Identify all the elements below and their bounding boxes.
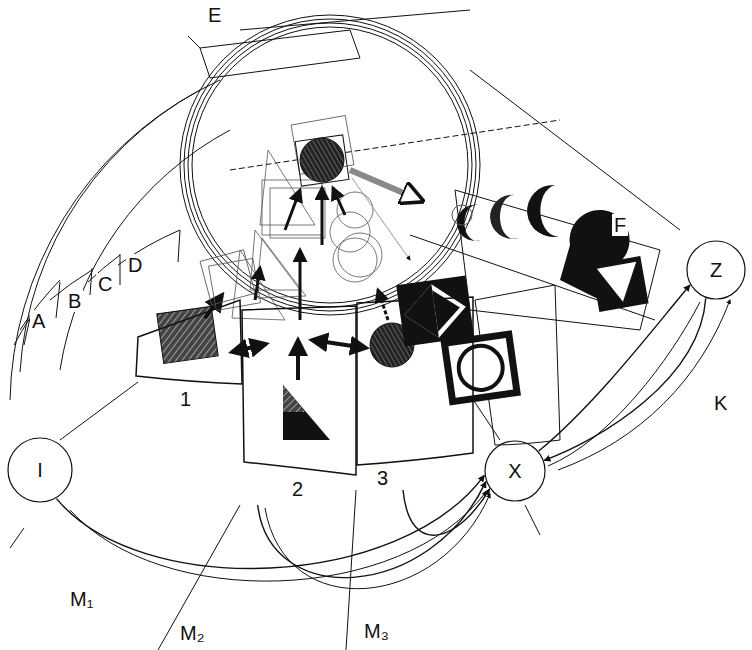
figure-panel: 1: [130, 292, 245, 422]
part-letter: F: [612, 214, 628, 236]
circle-node: Z: [686, 240, 746, 300]
callout-number: 1: [180, 388, 191, 410]
node-letter: I: [37, 459, 43, 481]
part-letter: E: [206, 4, 223, 26]
part-letter: B: [66, 290, 83, 312]
circle-node: X: [484, 440, 546, 502]
callout-number: 3: [377, 467, 388, 489]
node-letter: X: [508, 460, 521, 482]
callout-number: 2: [292, 478, 303, 500]
flow-arrow: [544, 298, 706, 460]
figure-panel: 2: [240, 300, 358, 505]
panel-outline: [240, 300, 358, 505]
panel-outline: [355, 295, 475, 490]
circle-node: I: [7, 437, 73, 503]
part-letter: A: [30, 310, 47, 332]
flow-arrow: [403, 489, 490, 535]
node-letter: Z: [710, 259, 722, 281]
part-letter: C: [96, 273, 114, 295]
figure-panel: 3: [355, 295, 475, 490]
edge-label: M₂: [178, 622, 206, 644]
flow-arrow: [539, 285, 690, 451]
part-letter: D: [126, 254, 144, 276]
edge-label: M₁: [68, 588, 95, 610]
flow-arrow: [57, 475, 485, 568]
edge-label: M₃: [362, 620, 391, 642]
edge-label: K: [712, 392, 729, 414]
